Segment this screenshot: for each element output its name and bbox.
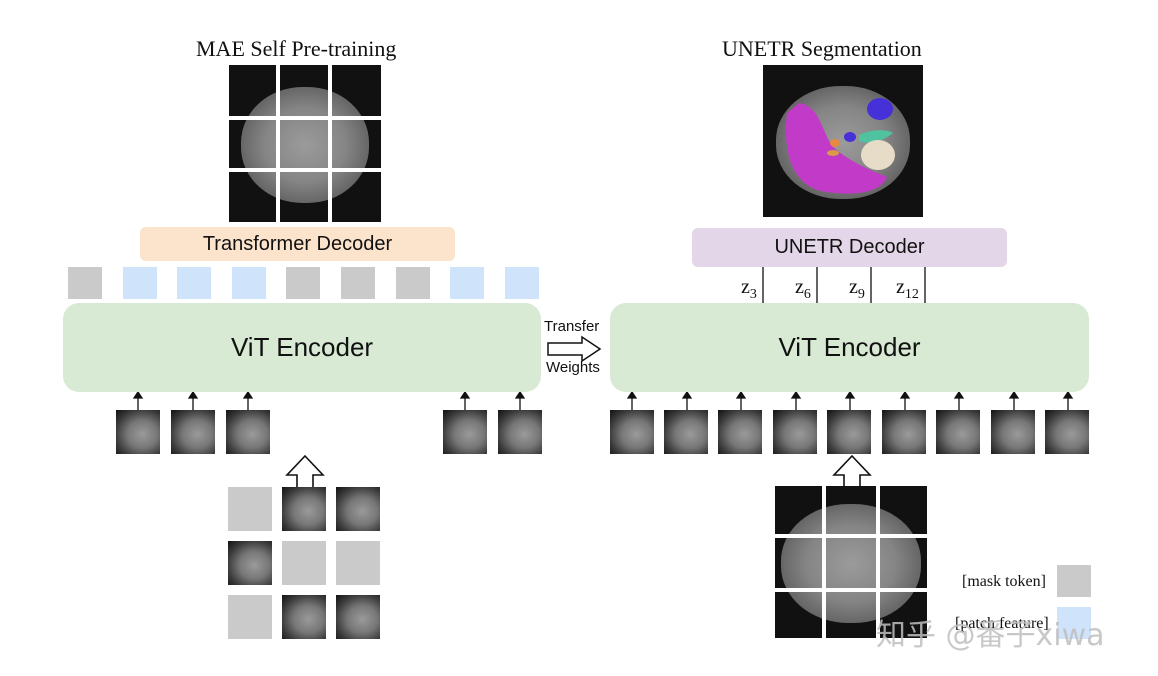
token-row [68, 267, 539, 299]
patch-feature-token [123, 267, 157, 299]
mae-input-arrows [132, 392, 526, 412]
legend-patch-feature-label: [patch feature] [955, 615, 1049, 632]
transfer-arrow-icon [547, 335, 602, 363]
visible-patch [226, 410, 270, 454]
mae-title: MAE Self Pre-training [196, 36, 397, 61]
mask-token [286, 267, 320, 299]
skip-label-z6: z6 [795, 276, 811, 302]
patch-feature-token [505, 267, 539, 299]
unetr-vit-encoder: ViT Encoder [610, 303, 1089, 392]
mae-vit-encoder-label: ViT Encoder [230, 332, 374, 362]
legend-patch-feature-swatch [1057, 607, 1091, 639]
patch-feature-token [450, 267, 484, 299]
mae-up-arrow-icon [285, 455, 325, 491]
unetr-decoder-label: UNETR Decoder [774, 236, 925, 258]
skip-label-z9: z9 [849, 276, 865, 302]
skip-label-z12: z12 [896, 276, 919, 302]
mae-vit-encoder: ViT Encoder [63, 303, 541, 392]
unetr-patch-row [610, 410, 1090, 454]
transformer-decoder-label: Transformer Decoder [202, 232, 393, 255]
masked-input-grid [228, 487, 381, 640]
legend-mask-token-swatch [1057, 565, 1091, 597]
skip-label-z3: z3 [741, 276, 757, 302]
mask-token [68, 267, 102, 299]
unetr-title: UNETR Segmentation [722, 36, 922, 61]
visible-patch [443, 410, 487, 454]
visible-patch [171, 410, 215, 454]
legend-mask-token-label: [mask token] [962, 573, 1046, 590]
watermark: 知乎 @番子xiwa [876, 618, 1105, 653]
unetr-vit-encoder-label: ViT Encoder [778, 332, 921, 362]
patch-feature-token [177, 267, 211, 299]
mae-reconstructed-image [229, 65, 381, 222]
visible-patch [498, 410, 542, 454]
segmentation-image [763, 65, 923, 217]
unetr-input-arrows [626, 392, 1074, 412]
skip-connection-lines [762, 267, 926, 303]
patch-feature-token [232, 267, 266, 299]
unetr-input-image [775, 486, 927, 638]
unetr-decoder: UNETR Decoder [692, 228, 1007, 267]
mask-token [341, 267, 375, 299]
transformer-decoder: Transformer Decoder [140, 227, 455, 261]
visible-patch [116, 410, 160, 454]
mask-token [396, 267, 430, 299]
transfer-label: Transfer [544, 318, 600, 335]
weights-label: Weights [546, 359, 600, 376]
